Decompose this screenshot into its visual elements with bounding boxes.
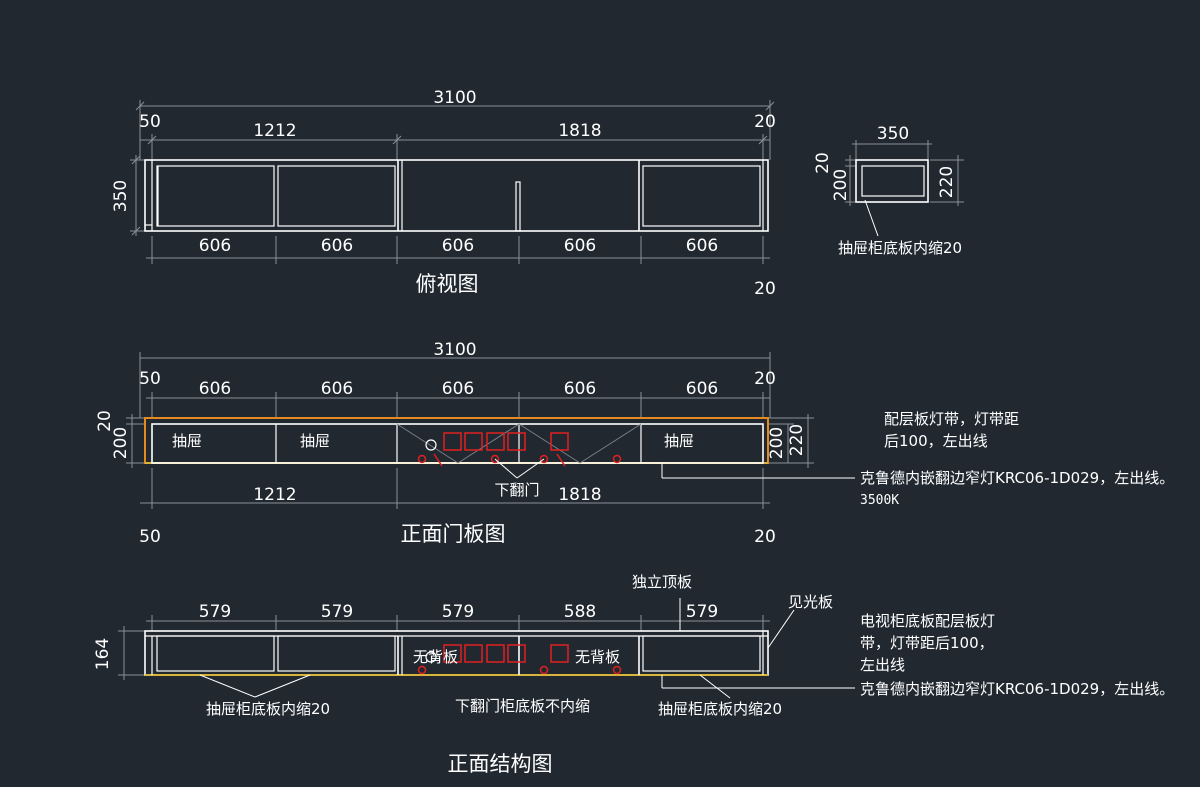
drawer-inset-right-leader [699, 674, 731, 699]
section-overall-text: 220 [937, 166, 957, 198]
structure-tv-light-note-3: 左出线 [860, 656, 905, 674]
structure-fixture-note: 克鲁德内嵌翻边窄灯KRC06-1D029，左出线。 [860, 680, 1174, 698]
plan-left-block-text: 1212 [253, 121, 296, 141]
plan-block-dim [140, 134, 770, 160]
door-bay-dim [146, 392, 770, 418]
plan-overall-dim [135, 100, 775, 160]
section-top-text: 20 [813, 152, 833, 174]
door-block-dim [140, 468, 770, 509]
door-right-inner-text: 200 [767, 427, 787, 459]
door-left-top-text: 20 [95, 410, 115, 432]
plan-left-edge-text: 50 [139, 112, 161, 132]
front-structure-view-caption: 正面结构图 [448, 752, 553, 776]
plan-bay-4: 606 [564, 236, 596, 256]
door-overall-text: 3100 [433, 340, 476, 360]
structure-drawer-inset-left: 抽屉柜底板内缩20 [206, 700, 330, 718]
visible-panel-leader [767, 609, 795, 649]
plan-bay-3: 606 [442, 236, 474, 256]
front-door-view-caption: 正面门板图 [401, 522, 506, 546]
door-right-overall-text: 220 [787, 424, 807, 456]
section-width-text: 350 [877, 124, 909, 144]
section-left-dim [845, 155, 856, 206]
door-bottom-left-text: 50 [139, 527, 161, 547]
door-left-height-text: 200 [111, 427, 131, 459]
door-left-block-text: 1212 [253, 485, 296, 505]
door-bay-3: 606 [442, 379, 474, 399]
door-fixture-note-1: 克鲁德内嵌翻边窄灯KRC06-1D029，左出线。 [860, 469, 1174, 487]
structure-bay-5: 579 [686, 602, 718, 622]
structure-fixtures [417, 644, 622, 675]
structure-bay-3: 579 [442, 602, 474, 622]
flap-door-label: 下翻门 [494, 481, 539, 499]
door-bay-4: 606 [564, 379, 596, 399]
door-drawer-label-1: 抽屉 [172, 432, 202, 450]
door-bay-2: 606 [321, 379, 353, 399]
door-right-height-dim [768, 414, 814, 468]
door-overall-dim [139, 352, 771, 418]
flap-door-leader [494, 458, 545, 479]
plan-cabinet-outline [144, 159, 769, 232]
plan-view-caption: 俯视图 [416, 272, 479, 296]
door-left-height-dim [126, 414, 146, 468]
structure-bay-2: 579 [321, 602, 353, 622]
section-width-dim [852, 140, 932, 160]
drawer-inset-left-leader [199, 674, 311, 698]
door-fixtures [417, 432, 622, 467]
plan-view: 3100 50 20 1212 1818 350 [111, 88, 776, 299]
door-bay-1: 606 [199, 379, 231, 399]
structure-tv-light-note-2: 带，灯带距后100， [860, 634, 994, 652]
front-structure-view: 579 579 579 588 579 164 [93, 573, 1174, 776]
structure-flap-no-inset: 下翻门柜底板不内缩 [455, 697, 590, 715]
door-shelf-light-note-2: 后100，左出线 [884, 432, 988, 450]
plan-depth-text: 350 [111, 180, 131, 212]
section-note-leader [864, 199, 879, 237]
plan-depth-dim [130, 155, 146, 236]
section-outline [855, 159, 929, 203]
structure-drawer-inset-right: 抽屉柜底板内缩20 [658, 700, 782, 718]
structure-no-back-label-1: 无背板 [413, 648, 458, 666]
structure-bay-1: 579 [199, 602, 231, 622]
structure-no-back-label-2: 无背板 [575, 648, 620, 666]
section-view: 350 20 200 220 抽屉柜底板内缩20 [813, 124, 964, 257]
front-door-view: 3100 50 20 606 606 606 606 606 20 200 [95, 340, 1174, 547]
structure-tv-light-note-1: 电视柜底板配层板灯 [860, 612, 995, 630]
structure-height-text: 164 [93, 638, 113, 670]
structure-height-dim [118, 626, 146, 680]
structure-bay-dim [146, 615, 770, 631]
door-drawer-label-3: 抽屉 [664, 432, 694, 450]
door-bottom-right-text: 20 [754, 527, 776, 547]
section-right-dim [930, 155, 964, 206]
plan-bay-2: 606 [321, 236, 353, 256]
flap-door-hatch [396, 423, 642, 464]
structure-bay-4: 588 [564, 602, 596, 622]
structure-top-panel-label: 独立顶板 [632, 573, 692, 591]
door-shelf-light-note-1: 配层板灯带，灯带距 [884, 410, 1019, 428]
door-right-edge-text: 20 [754, 369, 776, 389]
structure-cabinet-outline [144, 630, 769, 676]
plan-bottom-right-text: 20 [754, 279, 776, 299]
plan-right-edge-text: 20 [754, 112, 776, 132]
plan-right-block-text: 1818 [558, 121, 601, 141]
section-inner-text: 200 [831, 169, 851, 201]
plan-overall-text: 3100 [433, 88, 476, 108]
door-fixture-note-2: 3500K [860, 493, 899, 508]
section-note: 抽屉柜底板内缩20 [838, 239, 962, 257]
plan-bay-dim [146, 236, 770, 264]
plan-bay-5: 606 [686, 236, 718, 256]
door-right-block-text: 1818 [558, 485, 601, 505]
door-left-edge-text: 50 [139, 369, 161, 389]
door-bay-5: 606 [686, 379, 718, 399]
plan-bay-1: 606 [199, 236, 231, 256]
structure-visible-panel-label: 见光板 [788, 593, 833, 611]
door-cabinet-outline [144, 417, 769, 464]
door-drawer-label-2: 抽屉 [300, 432, 330, 450]
